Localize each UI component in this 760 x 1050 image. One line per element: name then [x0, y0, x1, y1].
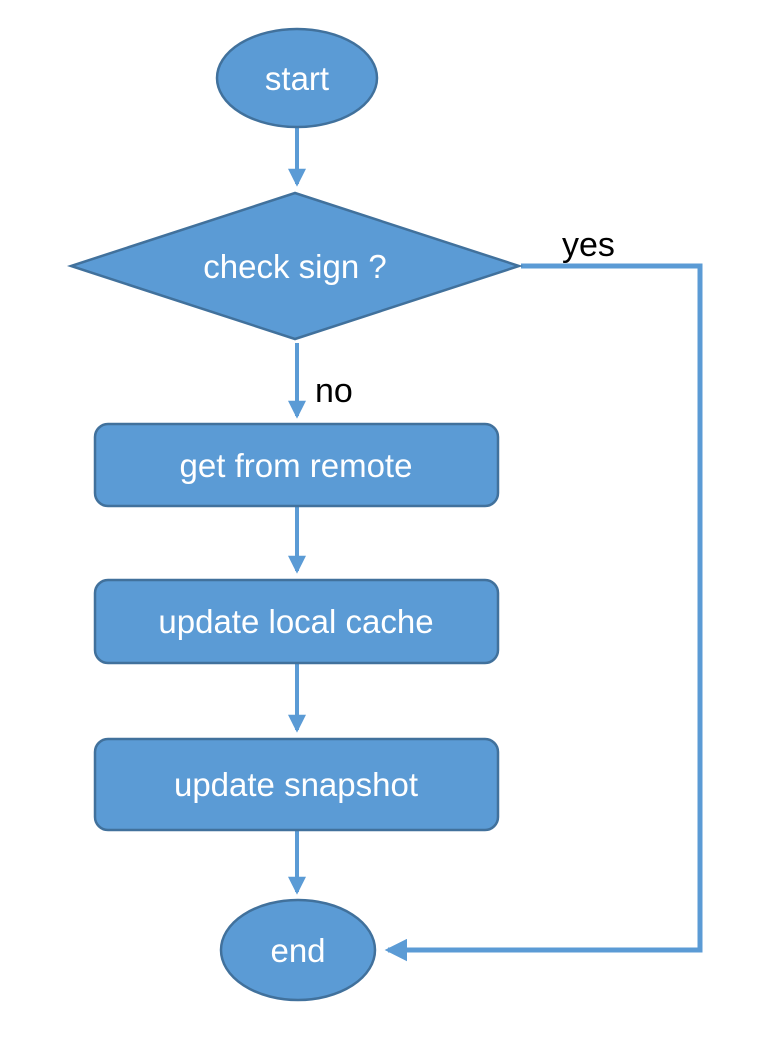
decision-node-label: check sign ? [203, 248, 386, 285]
edge-label-yes: yes [562, 226, 615, 264]
get-remote-node-shape [93, 422, 500, 508]
update-cache-node-label: update local cache [158, 603, 433, 640]
edge-decision-yes-to-end [384, 263, 703, 962]
edge-label-no: no [315, 372, 353, 410]
decision-node-shape [66, 191, 524, 341]
update-snapshot-node: update snapshot [93, 737, 500, 832]
update-snapshot-node-label: update snapshot [174, 766, 418, 803]
update-cache-node: update local cache [93, 578, 500, 665]
get-remote-node: get from remote [93, 422, 500, 508]
start-node-shape [215, 27, 379, 129]
update-cache-node-shape [93, 578, 500, 665]
end-node-shape [219, 898, 377, 1002]
get-remote-node-label: get from remote [180, 447, 413, 484]
end-node-label: end [270, 932, 325, 969]
end-node: end [219, 898, 377, 1002]
start-node: start [215, 27, 379, 129]
decision-node: check sign ? [66, 191, 524, 341]
update-snapshot-node-shape [93, 737, 500, 832]
start-node-label: start [265, 60, 329, 97]
